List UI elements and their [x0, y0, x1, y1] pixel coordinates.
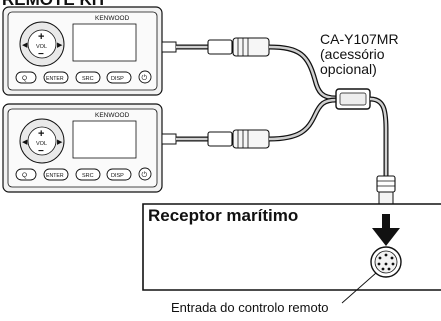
button-row: Q ENTER SRC DISP ⏻ [15, 167, 152, 181]
vol-label: VOL [36, 141, 47, 147]
cable-unit-2 [161, 97, 337, 149]
connector-plug [207, 131, 233, 147]
search-button [15, 168, 37, 181]
search-button-label: Q [22, 75, 27, 82]
src-button-label: SRC [82, 76, 94, 82]
vol-minus-icon: − [38, 146, 44, 157]
vol-plus-icon: + [38, 31, 44, 43]
vol-minus-icon: − [38, 49, 44, 60]
lcd-display [72, 23, 137, 62]
volume-dial: + VOL − ◀ ▶ [19, 118, 65, 164]
accessory-model: CA-Y107MR [320, 31, 399, 47]
enter-button [43, 168, 69, 181]
disp-button [106, 168, 132, 181]
disp-button [106, 71, 132, 84]
section-title: REMOTE KIT [2, 0, 107, 10]
remote-unit-2: KENWOOD + VOL − ◀ ▶ Q ENTER SRC DISP ⏻ [2, 103, 163, 193]
y-cable-splitter [335, 88, 389, 176]
accessory-note-line-2: opcional) [320, 61, 377, 77]
insert-arrow-icon [372, 214, 400, 246]
disp-button-label: DISP [111, 76, 124, 82]
accessory-label: CA-Y107MR (acessório opcional) [320, 32, 399, 77]
accessory-note-line-1: (acessório [320, 46, 385, 62]
src-button [75, 168, 101, 181]
right-arrow-icon: ▶ [57, 42, 63, 49]
button-row: Q ENTER SRC DISP ⏻ [15, 70, 152, 84]
disp-button-label: DISP [111, 173, 124, 179]
remote-unit-1: KENWOOD + VOL − ◀ ▶ Q ENTER SRC DISP ⏻ [2, 6, 163, 96]
volume-dial: + VOL − ◀ ▶ [19, 21, 65, 67]
marine-receiver-box [142, 203, 441, 291]
vol-plus-icon: + [38, 128, 44, 140]
left-arrow-icon: ◀ [22, 139, 28, 146]
src-button [75, 71, 101, 84]
power-icon: ⏻ [142, 171, 148, 179]
src-button-label: SRC [82, 173, 94, 179]
right-arrow-icon: ▶ [57, 139, 63, 146]
power-icon: ⏻ [142, 74, 148, 82]
power-button [138, 167, 152, 181]
brand-logo: KENWOOD [95, 15, 130, 22]
search-button-label: Q [22, 172, 27, 179]
cable-unit-1 [161, 37, 337, 101]
vol-label: VOL [36, 44, 47, 50]
enter-button [43, 71, 69, 84]
lcd-display [72, 120, 137, 159]
remote-input-leader-line [341, 272, 377, 304]
remote-input-label: Entrada do controlo remoto [171, 300, 329, 315]
brand-logo: KENWOOD [95, 112, 130, 119]
enter-button-label: ENTER [46, 76, 64, 82]
receiver-label: Receptor marítimo [148, 206, 299, 225]
power-button [138, 70, 152, 84]
receiver-plug [376, 175, 396, 213]
remote-input-socket-icon [370, 246, 402, 278]
connector-plug [207, 39, 233, 55]
left-arrow-icon: ◀ [22, 42, 28, 49]
enter-button-label: ENTER [46, 173, 64, 179]
search-button [15, 71, 37, 84]
